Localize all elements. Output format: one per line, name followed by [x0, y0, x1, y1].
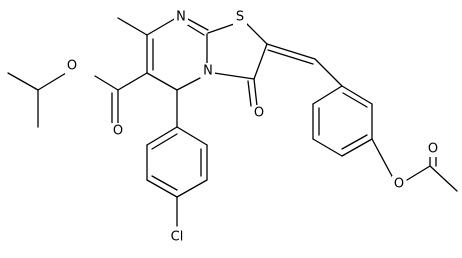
bond-cacyl-methyl	[429, 165, 458, 192]
bond-ph-a4-inner	[151, 175, 178, 191]
bond-c2-ch	[266, 43, 316, 60]
bond-ar-b3-inner	[341, 134, 368, 150]
bond-n8-c8a-double	[185, 23, 205, 36]
atom-s-thiazole: S	[236, 10, 244, 25]
bond-o-ipr	[37, 72, 67, 91]
atom-o-acetoxy-double: O	[428, 142, 438, 157]
bond-c7-methyl	[117, 17, 148, 36]
bond-c2-ch-double	[267, 49, 314, 65]
bond-ar-b1-inner	[342, 92, 368, 108]
bond-ipr-me1	[7, 72, 39, 91]
bond-c6-cester	[117, 72, 148, 91]
atom-o-ester-single: O	[67, 59, 77, 74]
bond-s-c2	[245, 22, 268, 45]
bond-ar-b4	[312, 138, 343, 157]
bond-c3-n4	[213, 72, 255, 80]
bond-n8-c8a	[185, 17, 209, 31]
bonds	[7, 17, 458, 227]
bond-ar-b3	[341, 138, 373, 157]
bond-ar-b1	[341, 85, 373, 105]
atom-o-ketone: O	[254, 106, 264, 121]
bond-c8a-s	[207, 23, 235, 34]
atom-n-bridgehead: N	[203, 64, 213, 79]
bond-ph-a6	[146, 126, 178, 146]
atom-o-ester-double: O	[113, 124, 123, 139]
bond-c7-n8	[146, 17, 177, 36]
atom-cl: Cl	[171, 230, 184, 245]
bond-cester-osingle	[94, 75, 119, 91]
bond-ar-o	[371, 138, 394, 179]
bond-c5-c6	[146, 72, 178, 91]
bond-ph-a4	[146, 179, 178, 198]
bond-ch-ring	[314, 58, 343, 87]
atom-n-pyrimidine: N	[176, 10, 186, 25]
bond-ph-a3	[176, 179, 208, 198]
bond-ph-a6-inner	[151, 133, 178, 150]
bond-n4-c5	[176, 77, 201, 91]
bond-ar-b6	[312, 85, 343, 105]
atom-labels: N S N O O O Cl O O	[65, 9, 440, 245]
bond-o-cacyl	[406, 165, 431, 181]
bond-c3-o-double	[247, 80, 252, 107]
atom-o-acetoxy-single: O	[394, 177, 404, 192]
bond-c2-c3	[253, 43, 268, 80]
bond-ph-a1	[176, 126, 208, 146]
bond-c3-o	[253, 78, 258, 107]
